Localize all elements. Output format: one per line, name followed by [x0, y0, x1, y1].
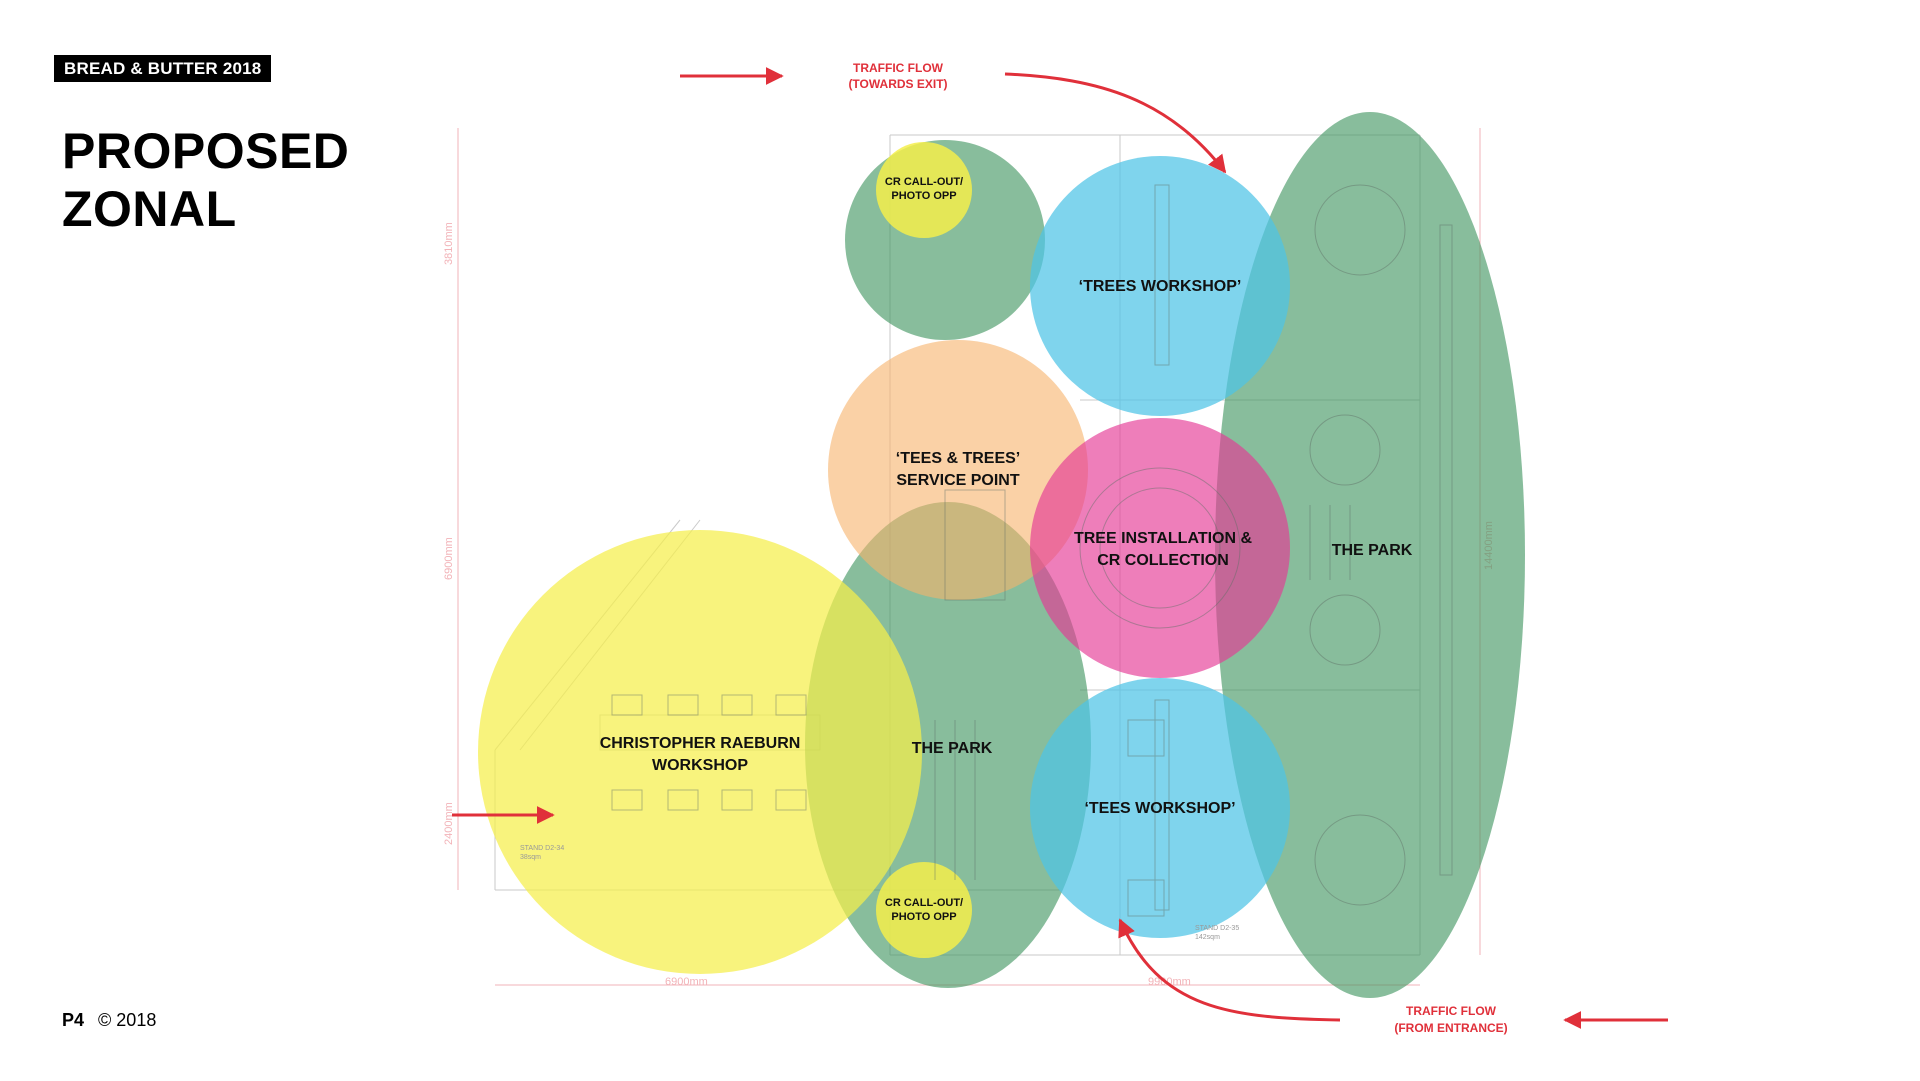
- traffic-bottom-line1: TRAFFIC FLOW: [1406, 1004, 1497, 1018]
- dim-6900-horizontal: 6900mm: [665, 976, 708, 988]
- label-cr-workshop-2: WORKSHOP: [652, 757, 748, 774]
- label-tree-installation-1: TREE INSTALLATION &: [1074, 530, 1253, 547]
- zone-shapes: [478, 112, 1525, 998]
- label-callout-bottom-2: PHOTO OPP: [891, 911, 956, 923]
- copyright: © 2018: [98, 1010, 157, 1030]
- stand-left-id: STAND D2-34: [520, 845, 564, 852]
- title-line-1: PROPOSED: [62, 123, 350, 179]
- dim-9900: 9900mm: [1148, 976, 1191, 988]
- stand-left-area: 38sqm: [520, 854, 541, 861]
- footer: P4 © 2018: [62, 1010, 156, 1031]
- label-service-point-2: SERVICE POINT: [896, 472, 1020, 489]
- label-park-right: THE PARK: [1332, 542, 1413, 559]
- label-tees-workshop: ‘TEES WORKSHOP’: [1084, 800, 1235, 817]
- stand-right-id: STAND D2-35: [1195, 925, 1239, 932]
- zone-trees-workshop: [1030, 156, 1290, 416]
- label-callout-bottom-1: CR CALL-OUT/: [885, 897, 963, 909]
- event-tag: BREAD & BUTTER 2018: [54, 55, 272, 82]
- furniture-sketches: [611, 184, 1453, 917]
- label-trees-workshop: ‘TREES WORKSHOP’: [1079, 278, 1242, 295]
- arrow-bottom-curve: [1118, 918, 1341, 1022]
- zone-park-right: [1215, 112, 1525, 998]
- traffic-bottom-line2: (FROM ENTRANCE): [1394, 1021, 1507, 1035]
- zone-callout-bottom: [876, 862, 972, 958]
- arrow-top-curve: [1004, 72, 1227, 174]
- traffic-arrows: [452, 67, 1668, 1029]
- zone-service-point: [828, 340, 1088, 600]
- dim-6900-vertical: 6900mm: [443, 537, 455, 580]
- label-tree-installation-2: CR COLLECTION: [1097, 552, 1229, 569]
- label-callout-top-1: CR CALL-OUT/: [885, 176, 963, 188]
- traffic-top-line2: (TOWARDS EXIT): [848, 77, 947, 91]
- stand-labels: STAND D2-34 38sqm STAND D2-35 142sqm: [520, 845, 1239, 941]
- zone-callout-top: [876, 142, 972, 238]
- title-line-2: ZONAL: [62, 181, 237, 237]
- zone-tees-workshop: [1030, 678, 1290, 938]
- zone-tree-installation: [1030, 418, 1290, 678]
- label-cr-workshop-1: CHRISTOPHER RAEBURN: [600, 735, 801, 752]
- label-park-middle: THE PARK: [912, 740, 993, 757]
- dim-3810: 3810mm: [443, 222, 455, 265]
- page-number: P4: [62, 1010, 85, 1030]
- label-callout-top-2: PHOTO OPP: [891, 190, 956, 202]
- dim-2400: 2400mm: [443, 802, 455, 845]
- page-title: PROPOSED ZONAL: [62, 122, 349, 238]
- traffic-top-line1: TRAFFIC FLOW: [853, 61, 944, 75]
- stand-right-area: 142sqm: [1195, 934, 1220, 941]
- label-service-point-1: ‘TEES & TREES’: [896, 450, 1020, 467]
- zone-cr-workshop: [478, 530, 922, 974]
